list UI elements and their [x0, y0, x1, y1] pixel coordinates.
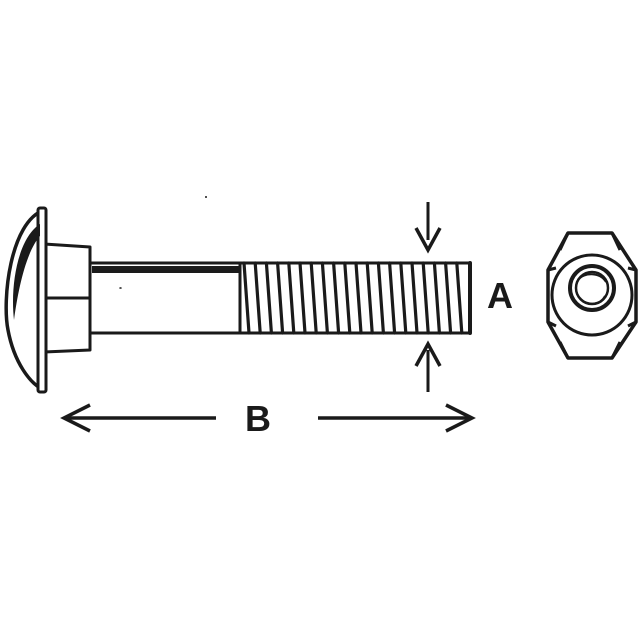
- thread-crest: [354, 261, 363, 335]
- arrow-up-icon: [414, 340, 442, 367]
- thread-crest: [432, 261, 441, 335]
- thread-crest: [421, 261, 430, 335]
- thread-crest: [242, 261, 251, 335]
- hex-nut: [546, 231, 638, 360]
- thread-crest: [287, 261, 296, 335]
- thread-crest: [365, 261, 374, 335]
- nut-chamfer-circle: [550, 253, 634, 337]
- thread-crest: [399, 261, 408, 335]
- thread-crest: [298, 261, 307, 335]
- bolt-shank: [88, 261, 244, 335]
- carriage-bolt: [4, 206, 472, 394]
- thread-crest: [410, 261, 419, 335]
- thread-crest: [309, 261, 318, 335]
- thread-crest: [320, 261, 329, 335]
- arrow-left-icon: [60, 403, 91, 433]
- dimension-a: A: [414, 202, 513, 392]
- arrow-right-icon: [445, 403, 476, 433]
- thread-crest: [276, 261, 285, 335]
- thread-crest: [444, 261, 453, 335]
- bolt-square-neck: [42, 242, 92, 354]
- dimension-a-label: A: [487, 275, 513, 316]
- thread-crest: [376, 261, 385, 335]
- bolt-dome-head: [4, 206, 48, 394]
- thread-crest: [264, 261, 273, 335]
- thread-crest: [332, 261, 341, 335]
- nut-chamfer: [547, 232, 637, 359]
- thread-crest: [388, 261, 397, 335]
- dimension-b-label: B: [245, 398, 271, 439]
- speck: [205, 196, 207, 198]
- dimension-b: B: [60, 398, 476, 439]
- thread-crest: [343, 261, 352, 335]
- bolt-thread: [238, 261, 472, 335]
- thread-crest: [253, 261, 262, 335]
- arrow-down-icon: [414, 227, 442, 254]
- thread-crest: [455, 261, 464, 335]
